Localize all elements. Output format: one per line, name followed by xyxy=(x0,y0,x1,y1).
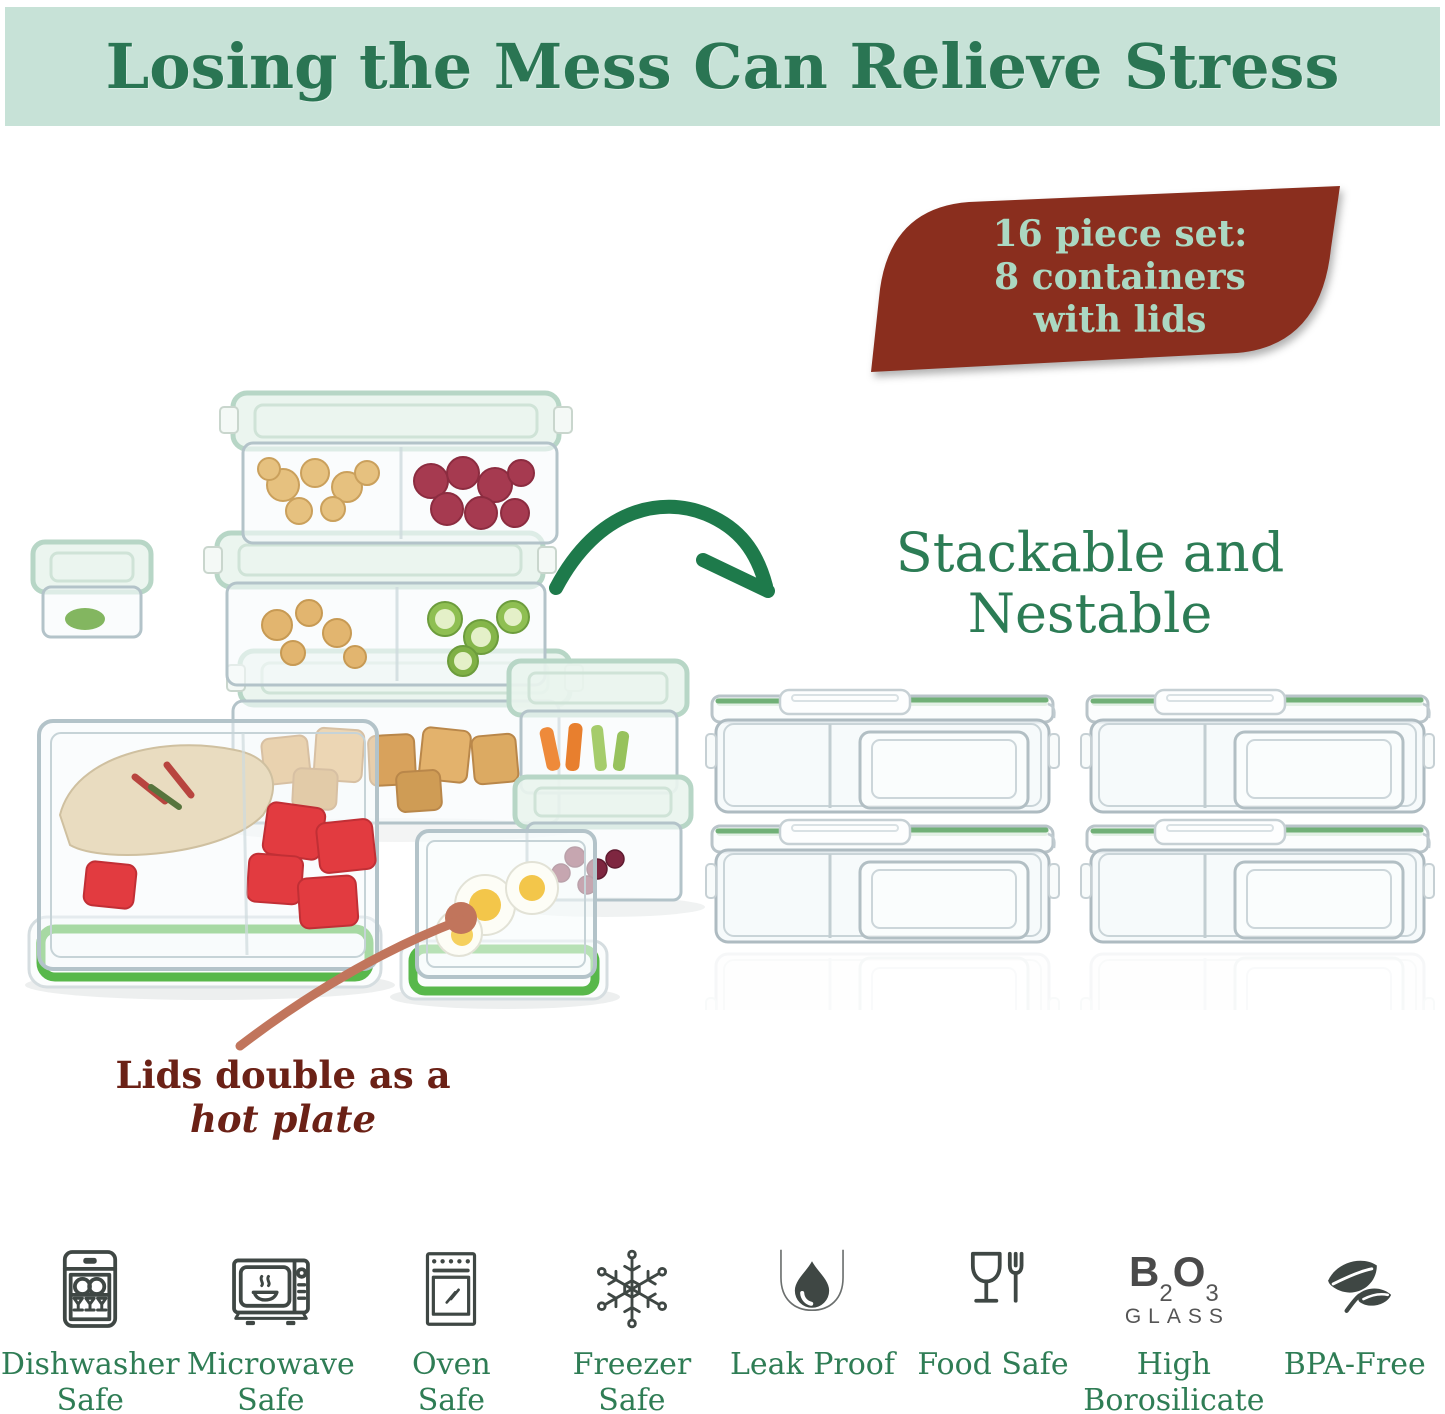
badge-line-2: 8 containers xyxy=(994,256,1246,298)
container-large xyxy=(27,719,383,989)
snowflake-icon xyxy=(590,1243,674,1335)
reflection xyxy=(706,954,1434,1010)
banner: Losing the Mess Can Relieve Stress xyxy=(5,7,1440,126)
ribbon-shape xyxy=(871,186,1340,372)
tray-bottom-right xyxy=(1081,820,1434,942)
badge-line-1: 16 piece set: xyxy=(992,213,1248,255)
b2o3-glass-icon: B2O3 GLASS xyxy=(1118,1243,1230,1335)
right-product-photo xyxy=(700,678,1440,1010)
container-carrots xyxy=(506,658,690,795)
stackable-heading-line-1: Stackable and xyxy=(895,521,1285,584)
tray-top-right xyxy=(1081,690,1434,812)
feature-label: Leak Proof xyxy=(729,1347,895,1382)
left-product-photo xyxy=(25,390,705,1009)
oven-icon xyxy=(409,1243,493,1335)
dishwasher-icon xyxy=(48,1243,132,1335)
stackable-heading-line-2: Nestable xyxy=(967,582,1213,645)
tray-bottom-left xyxy=(706,820,1059,942)
container-pasta-grapes xyxy=(219,390,573,545)
badge-line-3: with lids xyxy=(1033,299,1207,341)
tray-top-left xyxy=(706,690,1059,812)
callout-line-2: hot plate xyxy=(189,1097,377,1141)
feature-food-safe: Food Safe xyxy=(903,1243,1084,1414)
leaves-icon xyxy=(1310,1243,1400,1335)
ribbon-badge xyxy=(871,186,1340,372)
b2o3-formula: B2O3 xyxy=(1129,1247,1219,1308)
water-drop-icon xyxy=(763,1243,861,1335)
callout-text: Lids double as a hot plate xyxy=(103,1053,463,1141)
feature-leak-proof: Leak Proof xyxy=(722,1243,903,1414)
container-small-left xyxy=(30,539,154,639)
stackable-heading: Stackable and Nestable xyxy=(870,522,1310,644)
feature-label: BPA-Free xyxy=(1283,1347,1426,1382)
banner-title: Losing the Mess Can Relieve Stress xyxy=(105,30,1340,103)
container-cucumber xyxy=(203,530,557,687)
microwave-icon xyxy=(225,1243,317,1335)
feature-bpa-free: BPA-Free xyxy=(1264,1243,1445,1414)
container-eggs xyxy=(399,829,609,1001)
glass-fork-icon xyxy=(951,1243,1035,1335)
callout-line-1: Lids double as a xyxy=(115,1053,451,1097)
b2o3-caption: GLASS xyxy=(1124,1305,1230,1329)
badge-text: 16 piece set: 8 containers with lids xyxy=(955,213,1285,342)
feature-label: Food Safe xyxy=(917,1347,1069,1382)
